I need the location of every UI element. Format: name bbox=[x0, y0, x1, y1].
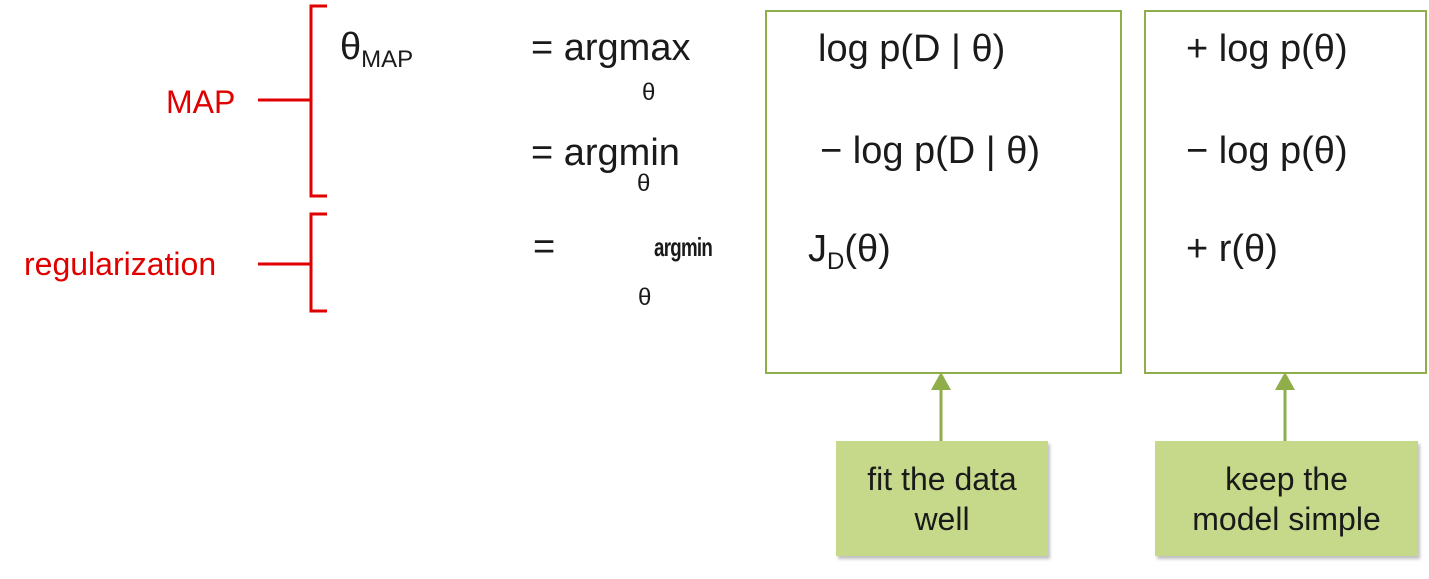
j-argument: (θ) bbox=[844, 228, 891, 270]
prior-term-row3: + r(θ) bbox=[1186, 228, 1278, 270]
simple-arrow-head bbox=[1275, 372, 1295, 390]
data-term-row1: log p(D | θ) bbox=[818, 28, 1006, 70]
map-bracket bbox=[309, 4, 327, 198]
j-symbol: J bbox=[808, 228, 827, 270]
model-simple-note: keep the model simple bbox=[1155, 441, 1418, 556]
operator-equals-sub: θ bbox=[638, 284, 652, 311]
regularization-label: regularization bbox=[24, 246, 217, 282]
data-term-box bbox=[765, 10, 1122, 374]
operator-argmin-condensed: argmin bbox=[654, 232, 713, 262]
operator-argmax: = argmax bbox=[531, 27, 691, 69]
operator-argmin-sub: θ bbox=[637, 170, 651, 197]
theta-symbol: θ bbox=[340, 26, 362, 68]
fit-data-note: fit the data well bbox=[836, 441, 1048, 556]
prior-term-row2: − log p(θ) bbox=[1186, 130, 1348, 172]
prior-term-box bbox=[1144, 10, 1427, 374]
theta-map: θMAP bbox=[340, 26, 413, 72]
data-term-row3: JD(θ) bbox=[808, 228, 891, 274]
fit-arrow-head bbox=[931, 372, 951, 390]
data-term-row2: − log p(D | θ) bbox=[820, 130, 1041, 172]
j-subscript: D bbox=[827, 248, 845, 275]
regularization-bracket bbox=[309, 212, 327, 313]
theta-subscript: MAP bbox=[361, 46, 414, 73]
map-label: MAP bbox=[166, 84, 236, 120]
operator-argmin: = argmin bbox=[531, 132, 680, 174]
operator-equals: = bbox=[533, 226, 556, 268]
operator-argmax-sub: θ bbox=[642, 79, 656, 106]
prior-term-row1: + log p(θ) bbox=[1186, 28, 1348, 70]
